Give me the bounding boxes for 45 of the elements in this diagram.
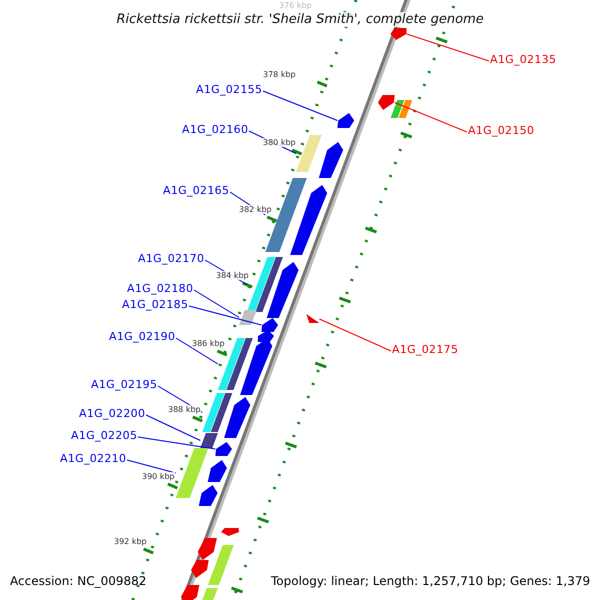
gene-label: A1G_02205 [71, 428, 138, 442]
scale-label: 390 kbp [142, 472, 175, 481]
gene-label: A1G_02165 [163, 184, 230, 196]
leader-line [126, 460, 176, 474]
gene-label: A1G_02190 [109, 330, 176, 342]
scale-label: 386 kbp [192, 339, 225, 348]
gene-feature [202, 393, 225, 432]
leader-line [318, 318, 392, 352]
scale-label: 384 kbp [216, 271, 249, 280]
gene-feature [378, 95, 395, 110]
gene-label: A1G_02155 [196, 82, 262, 96]
gene-label: A1G_02135 [490, 52, 556, 66]
leader-line [262, 90, 338, 121]
gene-label: A1G_02210 [60, 452, 126, 464]
gene-feature [215, 442, 232, 456]
scale-label: 382 kbp [239, 205, 272, 214]
footer-text: Accession: NC_009882 [10, 574, 146, 588]
scale-label: 388 kbp [168, 405, 201, 414]
gene-label: A1G_02150 [468, 124, 534, 136]
gene-feature [296, 135, 322, 172]
leader-line [138, 436, 216, 450]
leader-line [194, 290, 240, 318]
scale-label: 378 kbp [263, 70, 296, 79]
gene-label: A1G_02185 [122, 298, 188, 310]
gene-marker [306, 314, 320, 323]
gene-feature [239, 310, 257, 325]
footer-text: Topology: linear; Length: 1,257,710 bp; Genes: 1,379 [271, 574, 590, 588]
scale-label: 380 kbp [263, 138, 296, 147]
scale-label: 392 kbp [114, 537, 147, 546]
gene-label: A1G_02175 [392, 342, 458, 356]
gene-feature [337, 113, 354, 128]
scale-label: 376 kbp [279, 1, 312, 10]
gene-label: A1G_02160 [182, 122, 248, 136]
title: Rickettsia rickettsii str. 'Sheila Smith', complete genome [116, 12, 484, 27]
gene-label: A1G_02180 [127, 282, 194, 294]
gene-label: A1G_02195 [91, 378, 158, 390]
leader-line [146, 414, 201, 441]
gene-label: A1G_02200 [79, 406, 146, 420]
leader-line [394, 102, 468, 132]
gene-feature [246, 257, 276, 312]
leader-line [406, 34, 490, 62]
gene-feature [262, 318, 278, 332]
gene-feature [176, 448, 208, 498]
gene-label: A1G_02170 [138, 252, 204, 264]
leader-line [176, 338, 218, 364]
